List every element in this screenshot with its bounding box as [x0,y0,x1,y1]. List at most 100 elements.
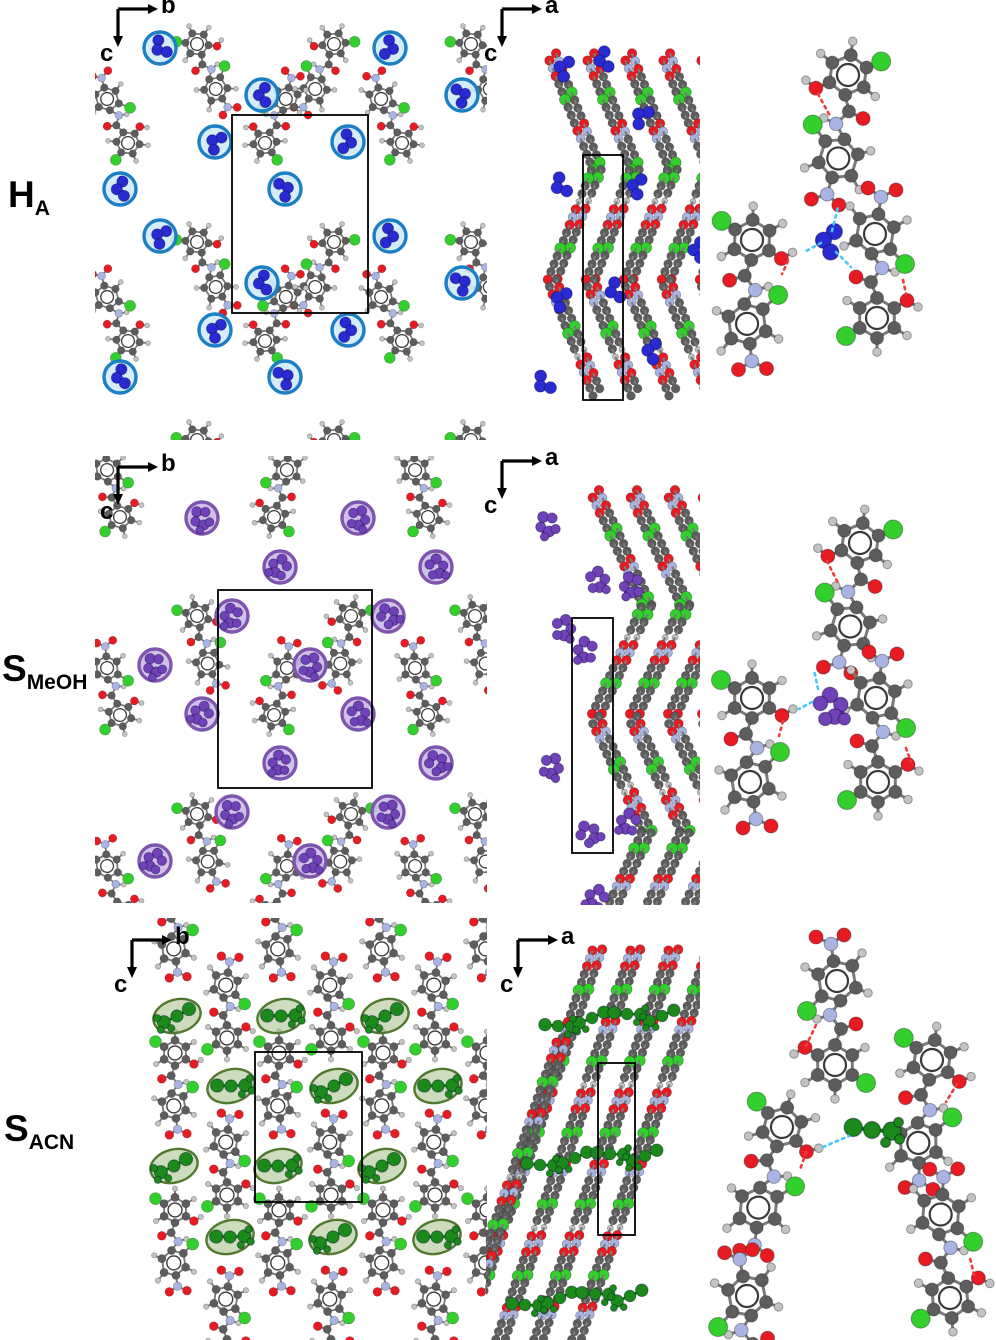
molecular-stack [618,164,682,285]
guest-molecule [551,613,577,644]
molecule [95,264,151,364]
molecule [289,23,361,120]
axis-arrows-icon [513,935,558,978]
molecule [722,1089,824,1264]
molecular-stack [680,860,700,905]
guest-molecule [552,1145,594,1174]
axis-label-c: c [114,971,128,998]
guest-molecule [550,287,573,314]
molecule [249,456,308,539]
guest-molecule [272,366,294,391]
molecule [4,211,91,324]
molecular-stack [642,828,694,905]
guest-molecule [632,105,655,131]
guest-molecule [641,337,663,366]
molecule [317,594,377,695]
molecule [317,792,377,893]
guest-molecule [572,635,598,665]
guest-molecule [309,1071,354,1104]
hydrogen-bond [834,250,853,269]
guest-molecule [186,700,215,728]
molecule [461,1185,487,1297]
guest-molecule [423,750,453,777]
guest-molecule [424,553,450,580]
molecule [306,419,361,440]
row-label-subscript: MeOH [26,671,88,694]
guest-molecule [357,1151,402,1184]
guest-molecule [110,175,130,202]
molecule [305,951,360,1063]
hydrogen-bond [904,746,913,764]
molecular-stack [697,493,700,503]
axis-label-a: a [545,0,559,19]
row-label-smeoh: SMeOH [2,650,87,695]
guest-molecule [378,34,400,60]
molecule [95,833,145,903]
axis-label-c: c [484,40,498,67]
molecule [789,927,876,1104]
molecule [394,635,453,737]
row-label-base: S [2,648,27,689]
guest-molecule [626,173,648,201]
axis-label-b: b [175,923,190,950]
row-label-ha: HA [8,176,50,221]
molecular-stack [658,48,700,165]
guest-molecule [138,847,168,875]
molecule [409,951,464,1063]
guest-molecule [569,1005,611,1034]
molecule [444,419,487,440]
unit-cell-outline [582,154,624,401]
guest-molecule [613,807,642,836]
guest-molecule [252,269,273,296]
molecular-stack [604,828,656,905]
molecule [149,1028,204,1140]
guest-molecule [593,45,615,73]
guest-molecule [206,318,227,344]
guest-molecule [298,847,324,875]
hydrogen-bond [780,259,790,276]
guest-molecule [450,83,471,109]
axes-smeoh-ac: a c [484,444,564,532]
guest-molecule [308,1222,353,1255]
hydrogen-bond [797,700,814,711]
guest-molecule [580,883,610,905]
guest-molecule [416,1225,462,1250]
guest-molecule [337,128,358,155]
molecule [449,594,487,695]
molecular-stack [696,709,700,719]
molecule [255,918,303,983]
guest-molecule [264,553,292,581]
molecule [394,456,453,539]
axes-smeoh-bc: b c [100,450,180,538]
hydrogen-bond [968,1256,976,1277]
axis-arrows-icon [127,935,172,978]
molecular-stack [656,172,700,285]
molecular-stack [491,944,646,1340]
molecular-stack [699,829,765,953]
guest-molecule [210,1074,256,1099]
molecule [357,1185,412,1297]
molecule [836,180,923,357]
molecular-stack [529,944,684,1340]
molecule [359,918,407,983]
guest-molecule [535,511,561,542]
unit-cell-outline [571,617,614,854]
panel-ha-hbond-motif [711,36,923,378]
guest-molecule [843,1116,906,1149]
molecule [799,36,892,213]
guest-molecule [219,602,243,631]
panel-ha-packing-ac [534,45,700,401]
hydrogen-bond [777,719,785,738]
guest-molecule [190,506,215,535]
molecule [358,264,425,364]
axes-ha-bc: b c [100,0,180,80]
guest-molecule [376,799,401,829]
guest-molecule [534,369,557,395]
row-label-subscript: A [34,197,50,220]
molecular-stack [567,955,700,1340]
molecule [394,833,453,903]
hydrogen-bond [804,241,823,253]
axis-label-b: b [161,0,176,19]
guest-molecule [298,652,323,682]
